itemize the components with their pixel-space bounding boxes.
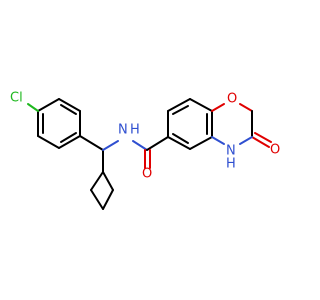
bond [37,135,60,149]
bond [146,136,169,151]
bond [102,140,119,151]
chlorophenyl-ring [37,98,81,149]
amide-hydrogen-label: H [130,123,140,138]
bond [211,136,225,145]
bond [58,98,81,112]
lactam-double-bond [254,132,272,143]
bond [211,103,225,112]
lactam-oxygen-label: O [270,143,280,158]
ring-oxygen-label: O [227,92,237,107]
carbonyl-oxygen-label: O [142,167,152,182]
bond [58,135,81,149]
bond [167,98,191,112]
bond [239,136,253,145]
bond [172,133,189,144]
bond [60,104,77,115]
chlorine-label: Cl [10,91,23,106]
bond [172,105,189,115]
lactam-double-bond [251,136,270,148]
bond [132,140,148,151]
bond [60,132,77,143]
ring-hydrogen-label: H [226,157,236,172]
bond [37,98,60,112]
bond [189,136,213,150]
molecule-structure: Cl N H O O O N H [10,91,280,210]
amide-nitrogen-label: N [118,123,128,138]
bond [239,103,253,112]
bond [90,171,104,191]
ring-nitrogen-label: N [226,144,236,159]
cyclobutyl-ring [90,171,114,210]
bond [102,189,114,210]
benzoxazine-aromatic-ring [167,98,213,150]
bond [189,98,213,112]
bond [90,189,104,210]
chlorine-bond [27,103,39,112]
bond [102,171,114,191]
bond [79,135,104,151]
bond [167,136,191,150]
